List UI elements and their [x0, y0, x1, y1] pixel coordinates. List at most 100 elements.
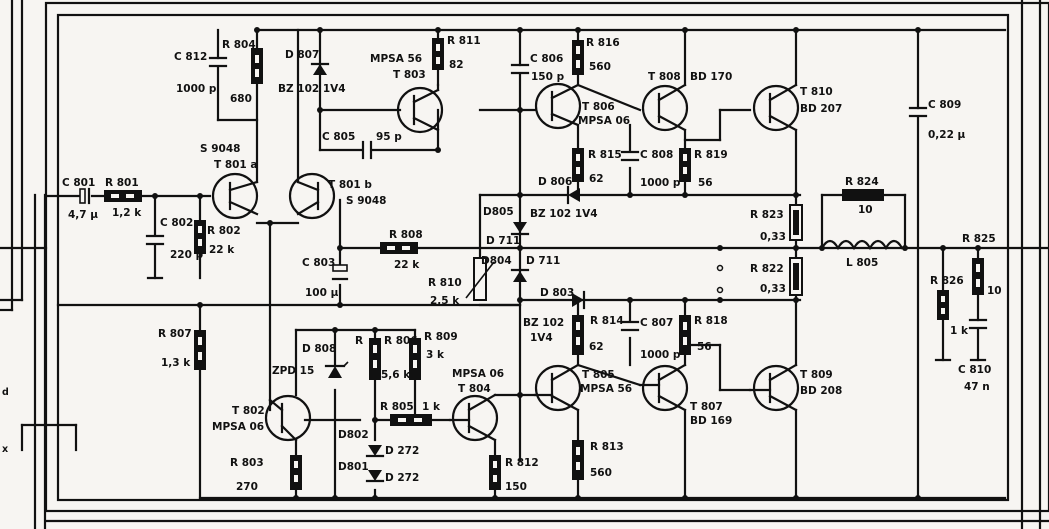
- diode-d806: [566, 185, 580, 205]
- resistor-r808: [380, 242, 418, 254]
- label-t803-type: MPSA 56: [370, 53, 422, 65]
- label-t805-type: MPSA 56: [580, 383, 632, 395]
- label-d807-value: BZ 102 1V4: [278, 83, 346, 95]
- label-edge-x: x: [2, 444, 8, 455]
- label-t803: T 803: [393, 69, 426, 81]
- label-r826: R 826: [930, 275, 964, 287]
- resistor-r803: [290, 455, 302, 490]
- resistor-r801: [104, 190, 142, 202]
- label-r811-value: 82: [449, 59, 464, 71]
- label-r804-value: 680: [230, 93, 252, 105]
- capacitor-c809: [908, 106, 928, 118]
- resistor-r813: [572, 440, 584, 480]
- transistor-t806: [534, 82, 582, 130]
- label-c806: C 806: [530, 53, 563, 65]
- label-r805-value: 1 k: [422, 401, 441, 413]
- label-t809-type: BD 208: [800, 385, 842, 397]
- label-r807-value: 1,3 k: [161, 357, 191, 369]
- resistor-r805: [390, 414, 432, 426]
- label-r808-value: 22 k: [394, 259, 420, 271]
- label-r818: R 818: [694, 315, 728, 327]
- label-c802: C 802: [160, 217, 193, 229]
- test-point-lower: [716, 286, 724, 294]
- label-t801b-type: S 9048: [346, 195, 386, 207]
- label-d806-value: BZ 102 1V4: [530, 208, 598, 220]
- label-c801-value: 4,7 µ: [68, 209, 98, 221]
- label-r803-value: 270: [236, 481, 258, 493]
- label-c807-value: 1000 p: [640, 349, 681, 361]
- labels: C 812 1000 p R 804 680 D 807 BZ 102 1V4 …: [2, 35, 1002, 493]
- label-t807: T 807: [690, 401, 723, 413]
- label-t807-type: BD 169: [690, 415, 732, 427]
- label-t806: T 806: [582, 101, 615, 113]
- label-t810: T 810: [800, 86, 833, 98]
- transistor-t803: [396, 86, 444, 134]
- transistor-t801a: [211, 172, 259, 220]
- label-d801: D801: [338, 461, 369, 473]
- resistor-r826: [937, 290, 949, 320]
- transistor-t801b: [288, 172, 336, 220]
- label-t806-type: MPSA 06: [578, 115, 630, 127]
- capacitor-c801: [79, 187, 91, 205]
- label-r807: R 807: [158, 328, 192, 340]
- label-r818-value: 56: [697, 341, 712, 353]
- label-d803-value-1: BZ 102: [523, 317, 564, 329]
- resistor-r802: [194, 220, 206, 254]
- resistor-r818: [679, 315, 691, 355]
- resistor-r814: [572, 315, 584, 355]
- label-t805: T 805: [582, 369, 615, 381]
- diode-d807: [310, 62, 330, 75]
- label-t804-type: MPSA 06: [452, 368, 504, 380]
- label-c807: C 807: [640, 317, 673, 329]
- label-c806-value: 150 p: [531, 71, 565, 83]
- resistor-r812: [489, 455, 501, 490]
- label-edge-d: d: [2, 387, 9, 398]
- label-r: R: [355, 335, 363, 347]
- label-r819: R 819: [694, 149, 728, 161]
- resistor-r825: [972, 258, 984, 295]
- label-c810-value: 47 n: [964, 381, 990, 393]
- diode-d801: [365, 470, 385, 483]
- label-c805-value: 95 p: [376, 131, 402, 143]
- transistor-t805: [533, 363, 582, 412]
- capacitor-c802: [145, 234, 165, 246]
- label-r812: R 812: [505, 457, 539, 469]
- label-r824: R 824: [845, 176, 879, 188]
- label-t804: T 804: [458, 383, 491, 395]
- label-t801b: T 801 b: [328, 179, 372, 191]
- transistor-t807: [638, 363, 689, 412]
- label-r810: R 810: [428, 277, 462, 289]
- label-d804: D804: [481, 255, 512, 267]
- capacitor-c805: [361, 140, 373, 160]
- transistor-t809: [748, 363, 800, 412]
- label-r803: R 803: [230, 457, 264, 469]
- potentiometer-r810: [465, 257, 495, 301]
- label-r815: R 815: [588, 149, 622, 161]
- resistor-r806: [369, 338, 381, 380]
- resistor-r823: [789, 204, 803, 241]
- label-r809-value: 3 k: [426, 349, 445, 361]
- zener-d808: [324, 361, 349, 378]
- label-r823: R 823: [750, 209, 784, 221]
- inductor-l805: [820, 239, 904, 251]
- label-r825-value: 10: [987, 285, 1002, 297]
- label-r804: R 804: [222, 39, 256, 51]
- label-r822: R 822: [750, 263, 784, 275]
- label-d802: D802: [338, 429, 369, 441]
- label-r815-value: 62: [589, 173, 604, 185]
- diode-d804: [510, 268, 530, 282]
- label-r826-value: 1 k: [950, 325, 969, 337]
- label-r816-value: 560: [589, 61, 611, 73]
- label-c803-value: 100 µ: [305, 287, 339, 299]
- label-r805: R 805: [380, 401, 414, 413]
- label-d711-upper: D 711: [486, 235, 520, 247]
- capacitor-c808: [620, 150, 640, 162]
- transistor-t810: [752, 83, 800, 132]
- capacitor-c806: [510, 63, 530, 75]
- label-t810-type: BD 207: [800, 103, 842, 115]
- label-c801: C 801: [62, 177, 95, 189]
- diode-d802: [365, 445, 385, 458]
- label-c808: C 808: [640, 149, 673, 161]
- label-r801: R 801: [105, 177, 139, 189]
